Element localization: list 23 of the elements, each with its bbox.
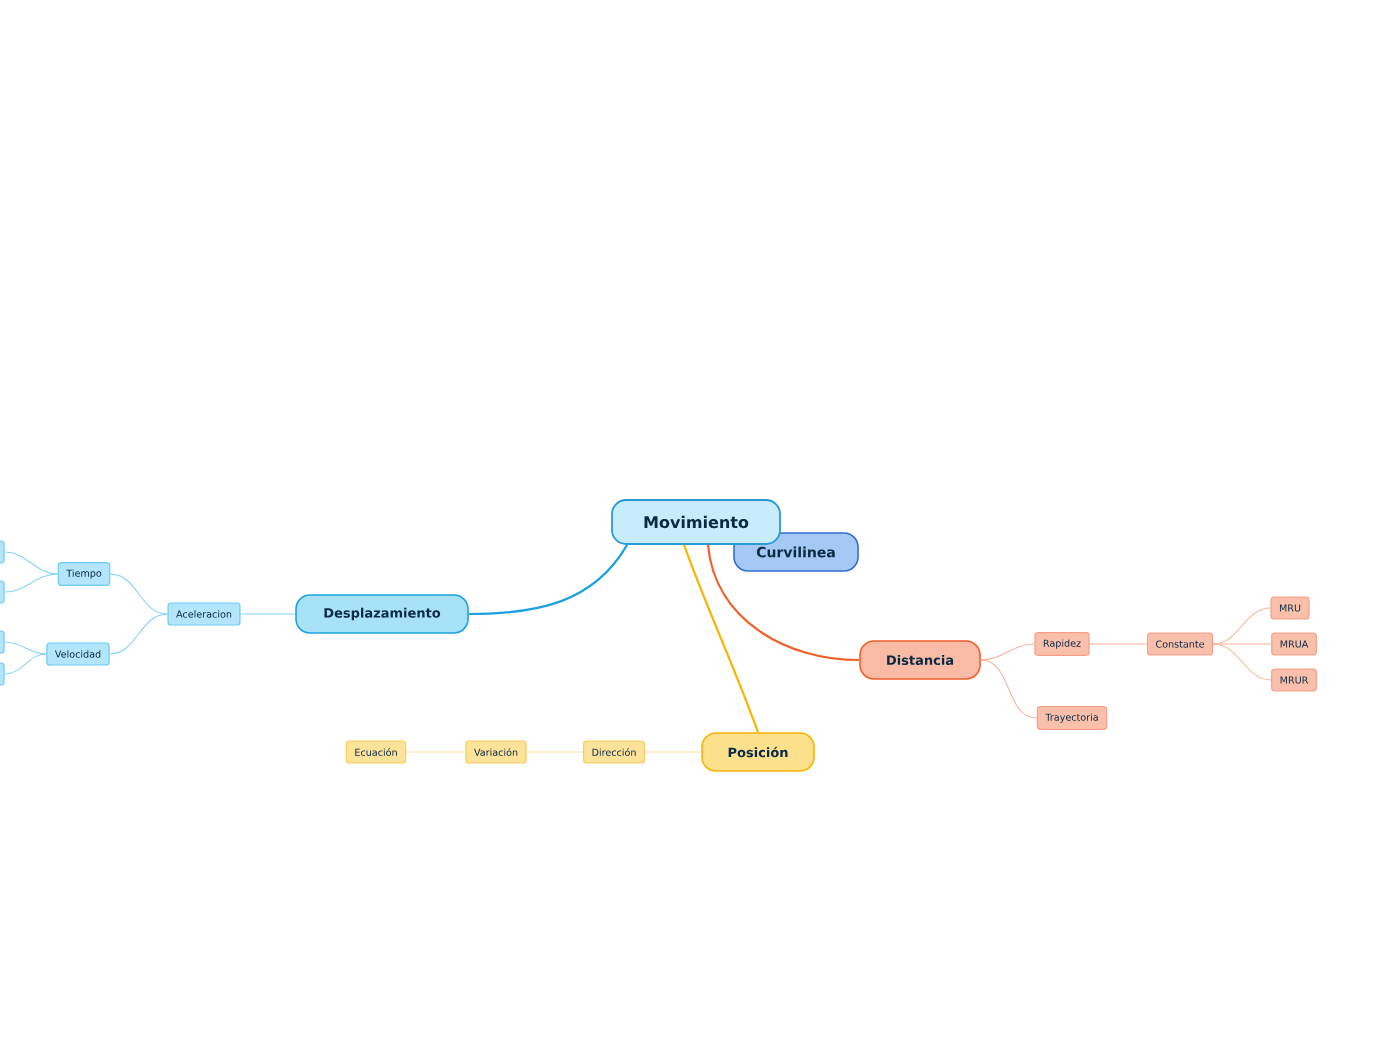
subtopic-box bbox=[0, 630, 5, 654]
connector bbox=[468, 544, 629, 616]
connector bbox=[644, 751, 702, 753]
connector bbox=[682, 544, 760, 733]
connector bbox=[4, 573, 59, 593]
central-topic: Movimiento bbox=[611, 499, 781, 545]
connector bbox=[526, 751, 584, 753]
connector bbox=[240, 613, 296, 615]
connector bbox=[109, 613, 168, 655]
connector bbox=[1212, 643, 1272, 645]
connector bbox=[1089, 643, 1148, 645]
connector bbox=[4, 551, 59, 575]
connector bbox=[980, 643, 1035, 661]
connector bbox=[980, 659, 1038, 719]
subtopic-box bbox=[0, 540, 5, 564]
connector bbox=[4, 641, 47, 655]
connector bbox=[109, 573, 168, 615]
connector bbox=[1212, 643, 1272, 681]
subtopic-box bbox=[0, 580, 5, 604]
subtopic-box bbox=[0, 662, 5, 686]
connector bbox=[706, 544, 860, 662]
connector bbox=[4, 653, 47, 675]
connector bbox=[405, 751, 466, 753]
